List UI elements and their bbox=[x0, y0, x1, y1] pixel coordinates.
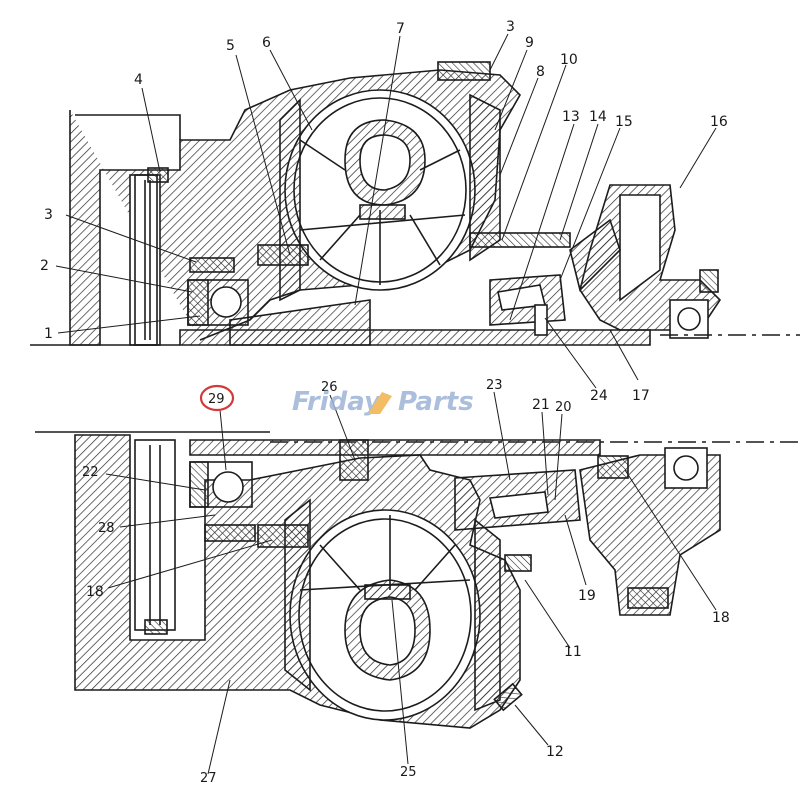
callout-7: 7 bbox=[396, 21, 405, 37]
callout-11: 11 bbox=[564, 644, 582, 660]
highlight-ring bbox=[199, 384, 235, 412]
callout-3-left: 3 bbox=[44, 207, 53, 223]
callout-3-top: 3 bbox=[506, 19, 515, 35]
callout-28: 28 bbox=[98, 521, 115, 536]
callout-15: 15 bbox=[615, 114, 633, 130]
callout-18-left: 18 bbox=[86, 584, 104, 600]
callout-5: 5 bbox=[226, 38, 235, 54]
watermark-text-1: Friday bbox=[292, 387, 382, 417]
callout-29: 29 bbox=[208, 392, 225, 407]
callout-1: 1 bbox=[44, 326, 53, 342]
callout-24: 24 bbox=[590, 388, 608, 404]
watermark-text-2: Parts bbox=[398, 387, 474, 417]
callout-17: 17 bbox=[632, 388, 650, 404]
callout-25: 25 bbox=[400, 765, 417, 780]
watermark-swoosh bbox=[368, 392, 392, 414]
callout-23: 23 bbox=[486, 378, 503, 393]
callout-6: 6 bbox=[262, 35, 271, 51]
callout-13: 13 bbox=[562, 109, 580, 125]
highlighted-callout-29[interactable]: 29 bbox=[199, 384, 235, 412]
callout-21: 21 bbox=[532, 397, 550, 413]
callout-27: 27 bbox=[200, 771, 217, 786]
callout-labels: 4 5 6 7 3 9 8 10 13 14 15 16 3 2 1 24 17… bbox=[40, 19, 730, 786]
callout-18-right: 18 bbox=[712, 610, 730, 626]
lower-assembly bbox=[35, 431, 800, 729]
callout-20: 20 bbox=[555, 400, 572, 415]
callout-8: 8 bbox=[536, 64, 545, 80]
callout-12: 12 bbox=[546, 744, 564, 760]
callout-26: 26 bbox=[321, 380, 338, 395]
callout-16: 16 bbox=[710, 114, 728, 130]
callout-9: 9 bbox=[525, 35, 534, 51]
callout-4: 4 bbox=[134, 72, 143, 88]
callout-22: 22 bbox=[82, 465, 99, 480]
upper-assembly bbox=[30, 61, 800, 346]
leader-lines bbox=[55, 33, 717, 775]
callout-10: 10 bbox=[560, 52, 578, 68]
watermark-logo: Friday Parts bbox=[292, 387, 474, 417]
callout-14: 14 bbox=[589, 109, 607, 125]
callout-19: 19 bbox=[578, 588, 596, 604]
callout-2: 2 bbox=[40, 258, 49, 274]
